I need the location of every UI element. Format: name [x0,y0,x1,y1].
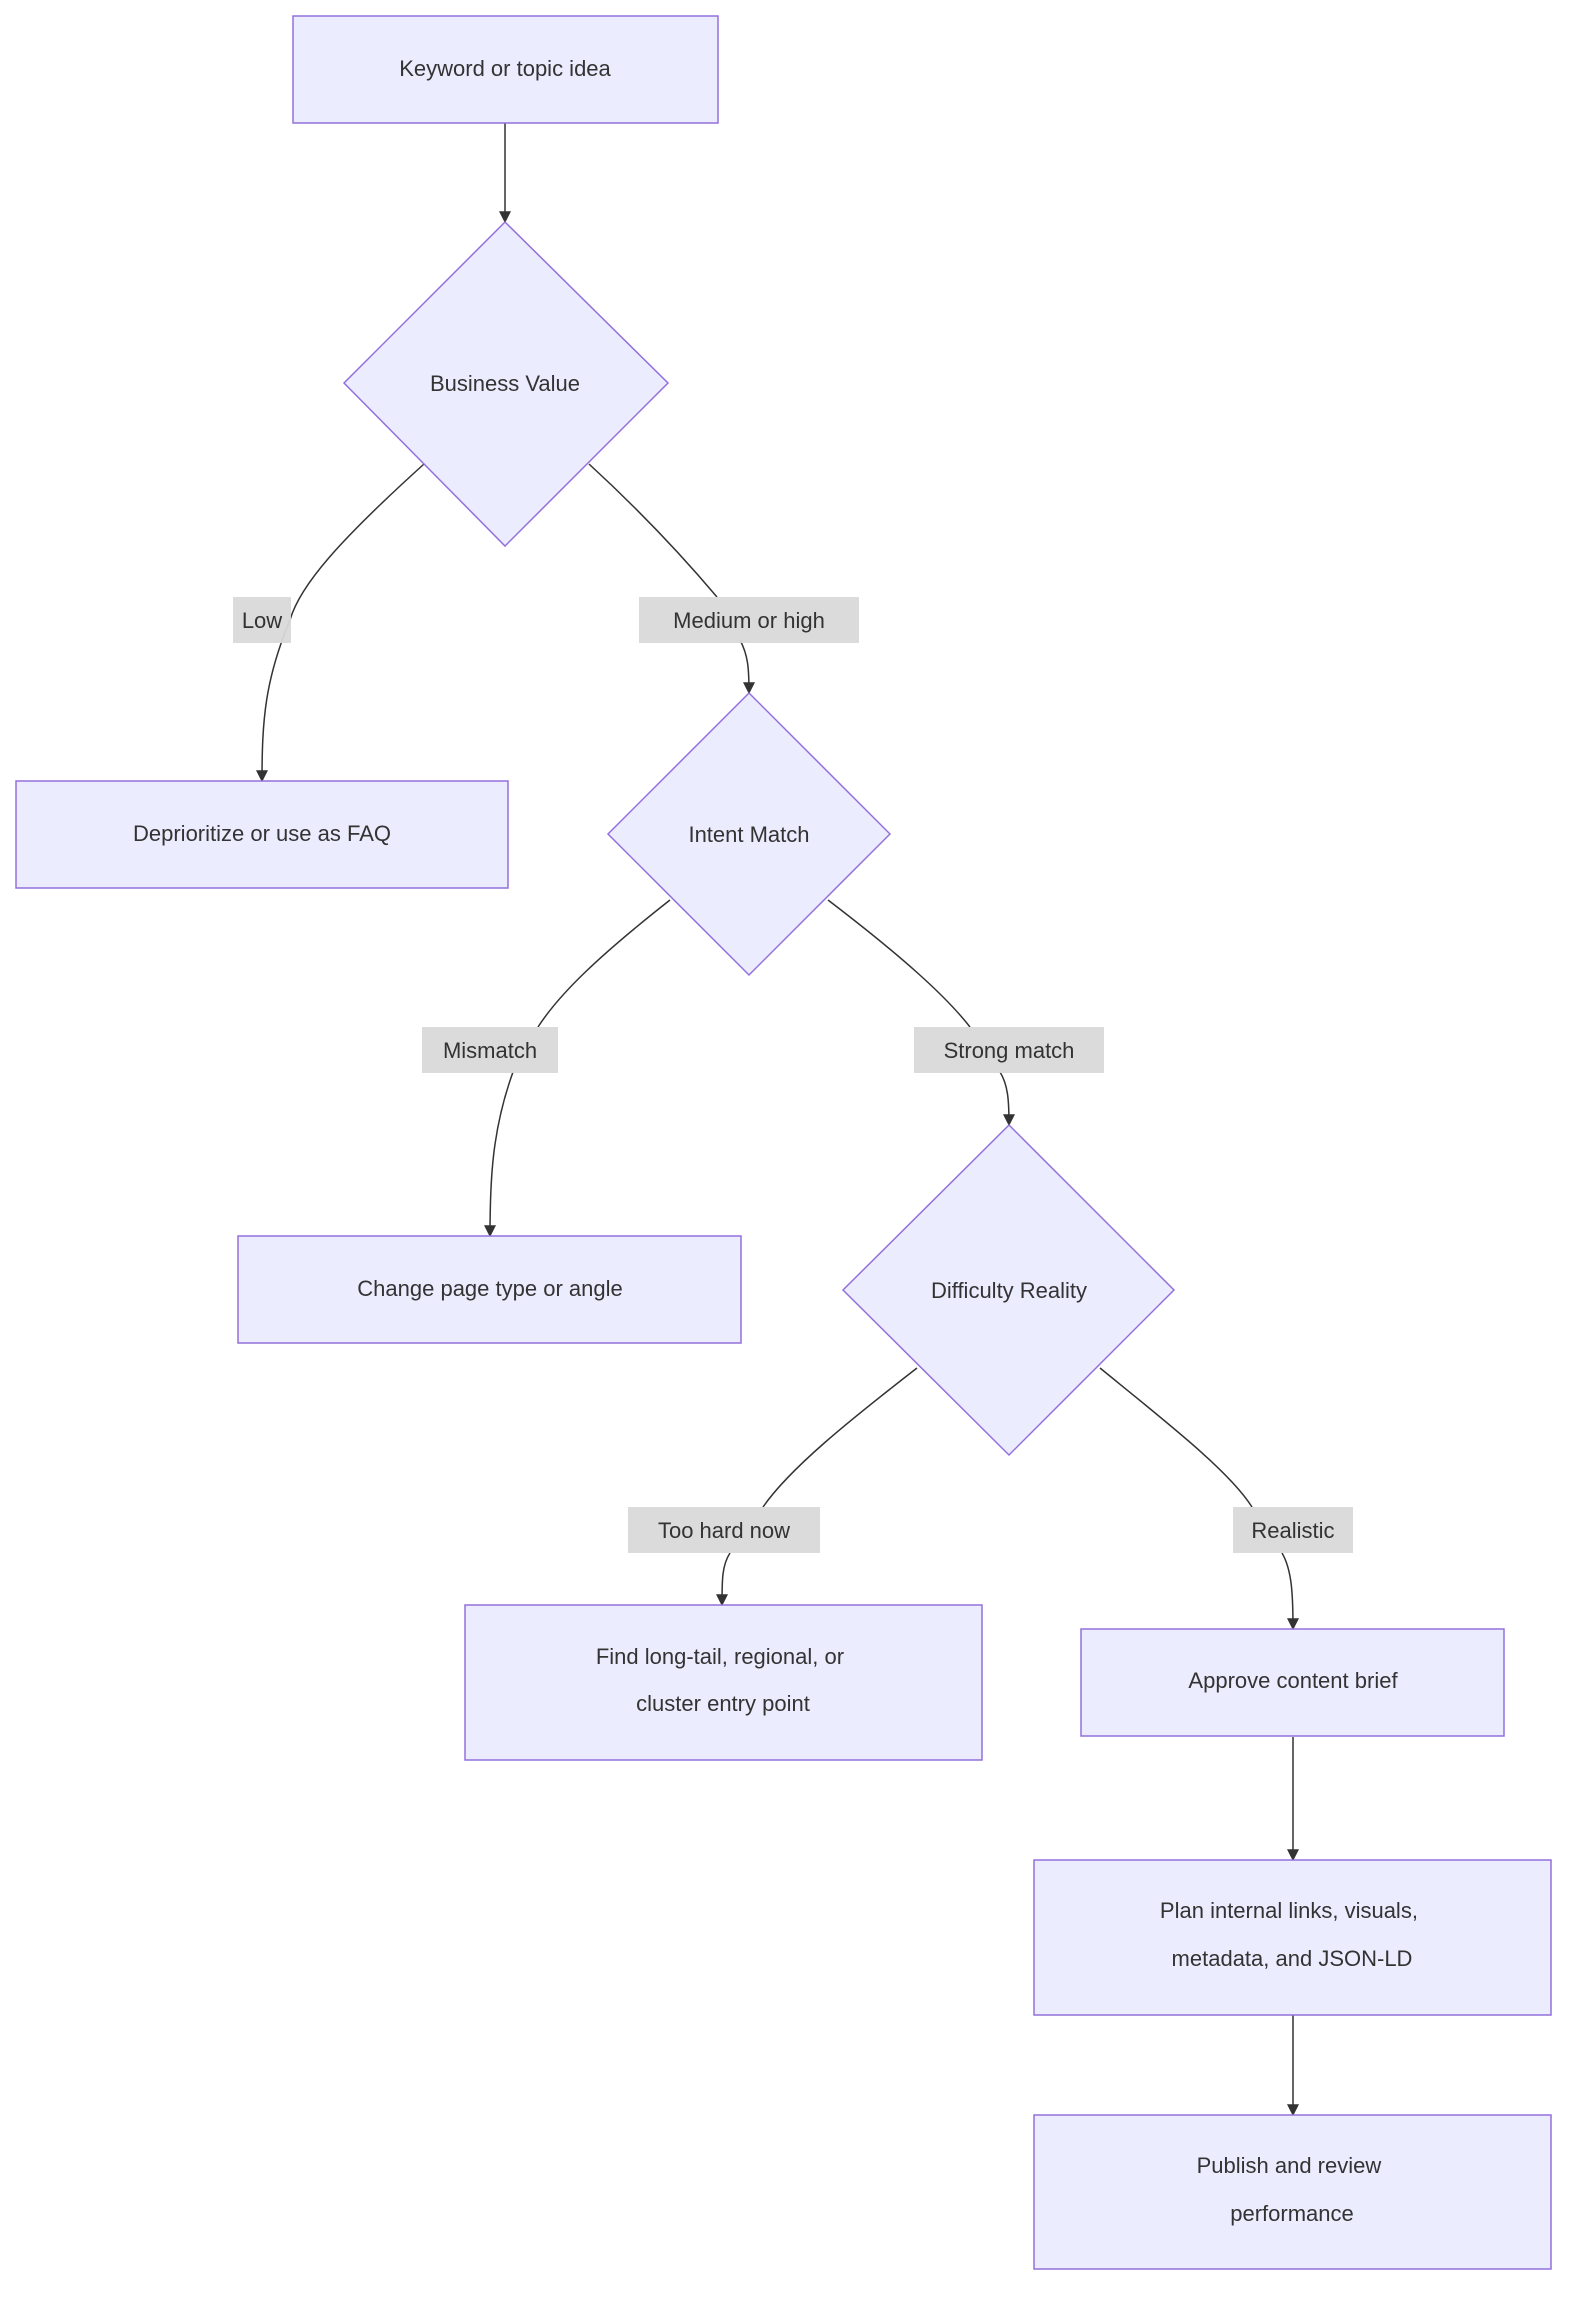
edge-labels: Low Medium or high Mismatch Strong match… [233,597,1353,1553]
node-publish-text: Publish and review performance [1197,2153,1388,2226]
edge-label-too-hard: Too hard now [628,1507,820,1553]
node-keyword-text: Keyword or topic idea [399,56,611,81]
edge-business-value-medium-high [588,463,749,693]
node-deprioritize-text: Deprioritize or use as FAQ [133,821,391,846]
nodes: Keyword or topic idea Business Value Dep… [15,15,1552,2270]
edge-label-realistic: Realistic [1233,1507,1353,1553]
edge-difficulty-realistic [1099,1367,1293,1629]
node-publish: Publish and review performance [1033,2114,1552,2270]
edge-label-realistic-text: Realistic [1251,1518,1334,1543]
edge-difficulty-too-hard [722,1367,918,1605]
node-business-value: Business Value [342,220,670,548]
node-difficulty: Difficulty Reality [841,1123,1176,1457]
edge-label-low-text: Low [242,608,282,633]
node-keyword: Keyword or topic idea [292,15,719,124]
edge-label-low: Low [233,597,291,643]
edge-label-mismatch: Mismatch [422,1027,558,1073]
edge-label-mismatch-text: Mismatch [443,1038,537,1063]
node-find-longtail: Find long-tail, regional, or cluster ent… [464,1604,983,1761]
node-business-value-text: Business Value [430,371,580,396]
edge-label-strong-match: Strong match [914,1027,1104,1073]
edge-label-too-hard-text: Too hard now [658,1518,790,1543]
node-plan-links: Plan internal links, visuals, metadata, … [1033,1859,1552,2016]
node-intent-match: Intent Match [606,691,892,977]
edge-intent-mismatch [490,899,671,1236]
node-change-page: Change page type or angle [237,1235,742,1344]
edge-label-strong-match-text: Strong match [944,1038,1075,1063]
node-plan-links-text: Plan internal links, visuals, metadata, … [1160,1898,1424,1971]
edges [256,123,1293,2117]
node-deprioritize: Deprioritize or use as FAQ [15,780,509,889]
node-intent-match-text: Intent Match [688,822,809,847]
edge-label-medium-high: Medium or high [639,597,859,643]
edge-intent-strong-match [827,899,1009,1125]
node-approve-brief: Approve content brief [1080,1628,1505,1737]
node-change-page-text: Change page type or angle [357,1276,622,1301]
node-difficulty-text: Difficulty Reality [931,1278,1087,1303]
node-find-longtail-text: Find long-tail, regional, or cluster ent… [596,1644,850,1716]
edge-label-medium-high-text: Medium or high [673,608,825,633]
node-approve-brief-text: Approve content brief [1188,1668,1398,1693]
